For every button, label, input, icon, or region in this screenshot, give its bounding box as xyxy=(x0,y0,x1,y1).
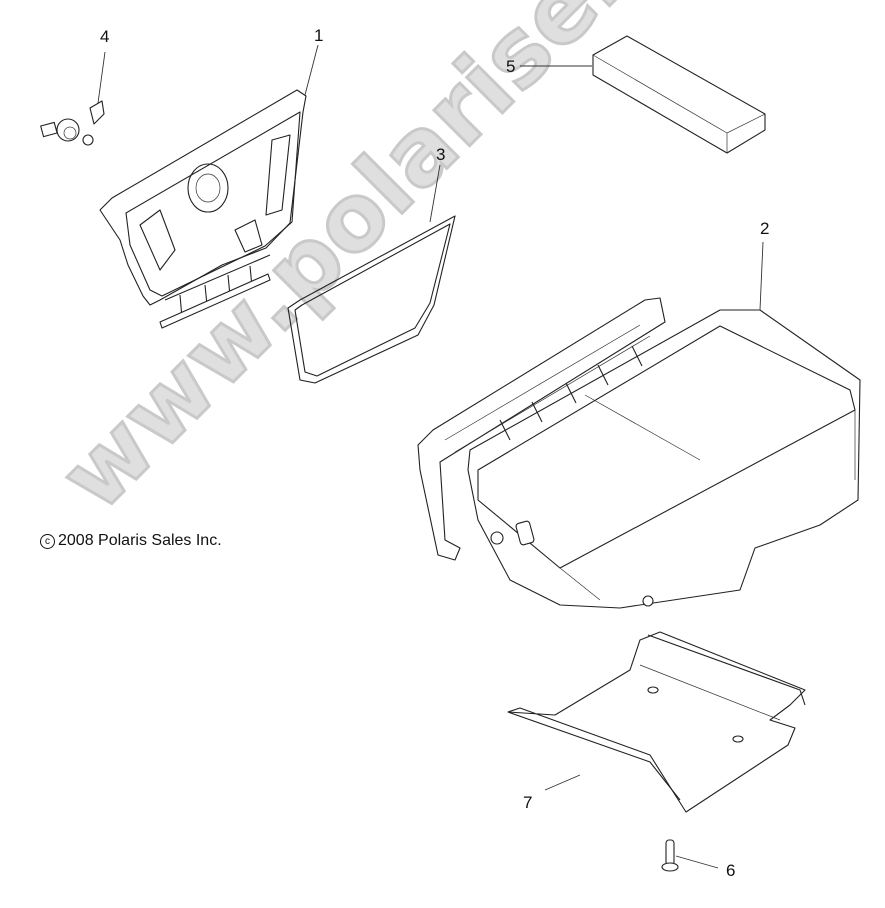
callout-4: 4 xyxy=(100,27,110,46)
copyright-text: 2008 Polaris Sales Inc. xyxy=(58,532,222,549)
leader-lines xyxy=(97,44,764,869)
copyright-icon: c xyxy=(40,534,55,549)
callout-5: 5 xyxy=(506,57,516,76)
part-3-seal xyxy=(287,215,456,384)
part-4-latch xyxy=(40,100,105,146)
callout-1: 1 xyxy=(314,26,324,45)
callout-6: 6 xyxy=(726,861,736,880)
callout-3: 3 xyxy=(436,145,446,164)
part-5-foam xyxy=(592,35,766,154)
part-7-bracket xyxy=(507,631,806,813)
part-6-bolt xyxy=(661,839,679,872)
part-2-box xyxy=(417,297,861,609)
part-1-lid xyxy=(99,89,307,329)
callout-7: 7 xyxy=(523,793,533,812)
callout-2: 2 xyxy=(760,219,770,238)
